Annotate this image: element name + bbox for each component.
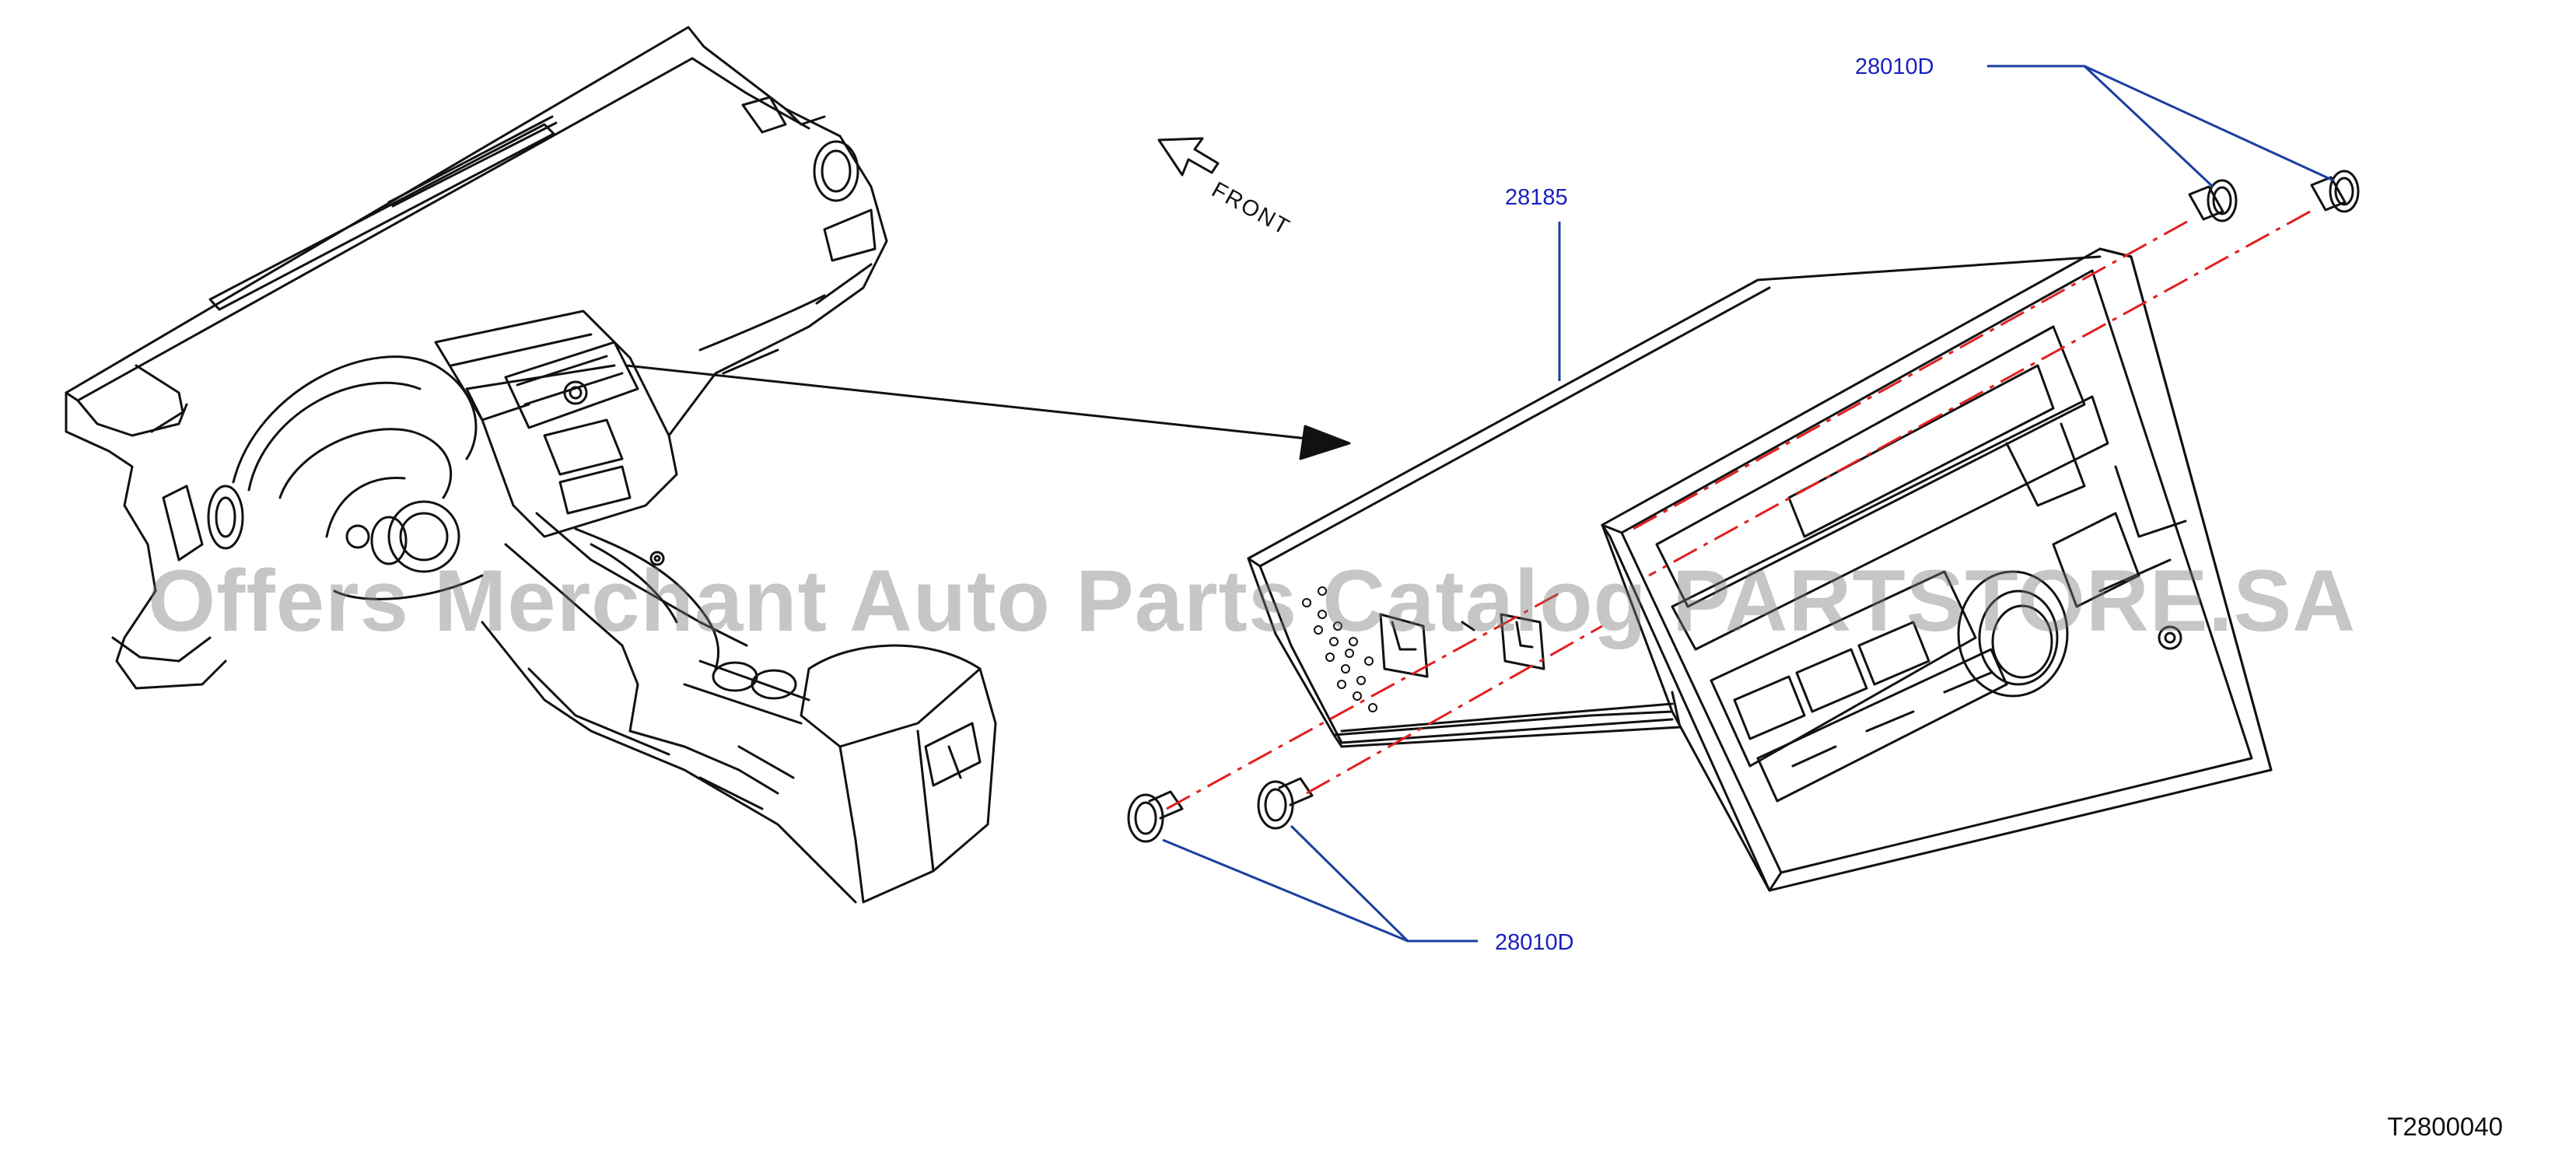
part-label-screw-bottom[interactable]: 28010D [1495,930,1574,955]
part-label-screw-top[interactable]: 28010D [1855,54,1934,79]
location-arrow [625,364,1351,460]
fastener-centerlines [1166,210,2311,810]
screw-bottom-left [1127,790,1184,843]
dashboard-illustration [65,26,997,904]
front-direction-arrow [1157,137,1220,177]
screw-top-left [2188,179,2238,222]
screw-top-right [2310,170,2360,213]
leader-lines [1162,65,2334,943]
screw-bottom-right [1257,777,1314,830]
watermark-text: Offers Merchant Auto Parts Catalog PARTS… [148,552,2357,649]
audio-unit-illustration [1247,247,2273,892]
part-label-audio-unit[interactable]: 28185 [1505,185,1568,210]
diagram-id: T2800040 [2387,1112,2503,1141]
